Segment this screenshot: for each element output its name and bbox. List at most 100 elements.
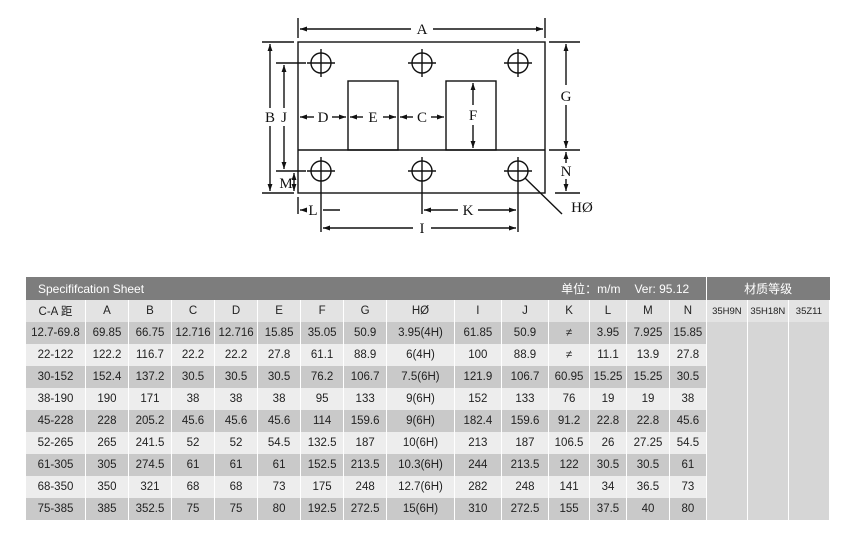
label-d: D <box>318 110 329 126</box>
table-cell: 192.5 <box>300 498 345 520</box>
material-cell <box>787 498 831 520</box>
material-cell <box>705 388 748 410</box>
column-header: M <box>626 300 670 322</box>
table-cell: 30.5 <box>626 454 670 476</box>
table-cell: 68 <box>214 476 259 498</box>
table-cell: 45-228 <box>26 410 86 432</box>
label-j: J <box>281 110 287 126</box>
hole-bottom-right <box>504 157 532 232</box>
column-header: D <box>214 300 259 322</box>
column-header: F <box>300 300 345 322</box>
table-cell: 159.6 <box>501 410 550 432</box>
table-cell: 12.7-69.8 <box>26 322 86 344</box>
table-cell: 88.9 <box>501 344 550 366</box>
material-cell <box>705 344 748 366</box>
table-cell: 205.2 <box>128 410 173 432</box>
table-cell: 22.2 <box>171 344 216 366</box>
table-cell: 122.2 <box>85 344 129 366</box>
table-cell: 45.6 <box>257 410 302 432</box>
table-cell: 75 <box>171 498 216 520</box>
material-column-header: 35H18N <box>746 300 789 322</box>
table-cell: 38-190 <box>26 388 86 410</box>
hole-top-center <box>408 49 436 77</box>
hole-bottom-left <box>307 157 335 232</box>
table-cell: 121.9 <box>454 366 502 388</box>
table-cell: 30.5 <box>589 454 627 476</box>
table-cell: 22-122 <box>26 344 86 366</box>
table-cell: 15(6H) <box>386 498 455 520</box>
table-cell: 15.25 <box>626 366 670 388</box>
hole-top-left <box>307 49 335 77</box>
column-header: I <box>454 300 502 322</box>
table-cell: 305 <box>85 454 129 476</box>
table-cell: 54.5 <box>669 432 707 454</box>
label-e: E <box>368 110 377 126</box>
table-cell: 152.5 <box>300 454 345 476</box>
table-cell: 54.5 <box>257 432 302 454</box>
table-cell: 76.2 <box>300 366 345 388</box>
label-h: HØ <box>571 200 593 216</box>
table-cell: 34 <box>589 476 627 498</box>
table-cell: 38 <box>214 388 259 410</box>
table-cell: 13.9 <box>626 344 670 366</box>
table-cell: 159.6 <box>343 410 388 432</box>
table-cell: 248 <box>501 476 550 498</box>
material-cell <box>746 388 789 410</box>
material-cell <box>787 344 831 366</box>
table-cell: 35.05 <box>300 322 345 344</box>
column-header: C-A 距 <box>26 300 86 322</box>
dimension-drawing: A B J M D E C F G N L K I HØ <box>262 18 593 237</box>
table-cell: 175 <box>300 476 345 498</box>
table-cell: 152.4 <box>85 366 129 388</box>
column-header: HØ <box>386 300 455 322</box>
material-cell <box>705 498 748 520</box>
table-cell: 50.9 <box>501 322 550 344</box>
table-cell: 36.5 <box>626 476 670 498</box>
table-cell: 213.5 <box>501 454 550 476</box>
table-cell: 106.7 <box>343 366 388 388</box>
table-cell: 50.9 <box>343 322 388 344</box>
material-cell <box>705 366 748 388</box>
table-cell: 141 <box>548 476 591 498</box>
table-cell: 30.5 <box>257 366 302 388</box>
hole-bottom-center <box>408 157 436 214</box>
label-n: N <box>561 164 572 180</box>
slot-e <box>347 80 399 151</box>
table-cell: 171 <box>128 388 173 410</box>
table-cell: 3.95 <box>589 322 627 344</box>
table-cell: 88.9 <box>343 344 388 366</box>
material-cell <box>746 432 789 454</box>
table-cell: 61 <box>214 454 259 476</box>
hole-top-right <box>504 49 532 77</box>
column-header: N <box>669 300 707 322</box>
table-cell: 137.2 <box>128 366 173 388</box>
table-cell: 213 <box>454 432 502 454</box>
column-header: E <box>257 300 302 322</box>
label-k: K <box>463 203 474 219</box>
table-cell: 9(6H) <box>386 410 455 432</box>
table-cell: 52 <box>171 432 216 454</box>
table-cell: 30.5 <box>171 366 216 388</box>
table-cell: 190 <box>85 388 129 410</box>
table-cell: 19 <box>626 388 670 410</box>
table-cell: 228 <box>85 410 129 432</box>
table-cell: 68-350 <box>26 476 86 498</box>
label-a: A <box>417 22 428 38</box>
table-cell: 15.85 <box>669 322 707 344</box>
table-cell: 350 <box>85 476 129 498</box>
table-cell: ≠ <box>548 322 591 344</box>
material-cell <box>746 344 789 366</box>
material-cell <box>787 476 831 498</box>
table-cell: 38 <box>171 388 216 410</box>
table-cell: 10.3(6H) <box>386 454 455 476</box>
table-cell: 80 <box>257 498 302 520</box>
column-header: G <box>343 300 388 322</box>
material-column-header: 35Z11 <box>787 300 831 322</box>
table-cell: 182.4 <box>454 410 502 432</box>
table-cell: 69.85 <box>85 322 129 344</box>
